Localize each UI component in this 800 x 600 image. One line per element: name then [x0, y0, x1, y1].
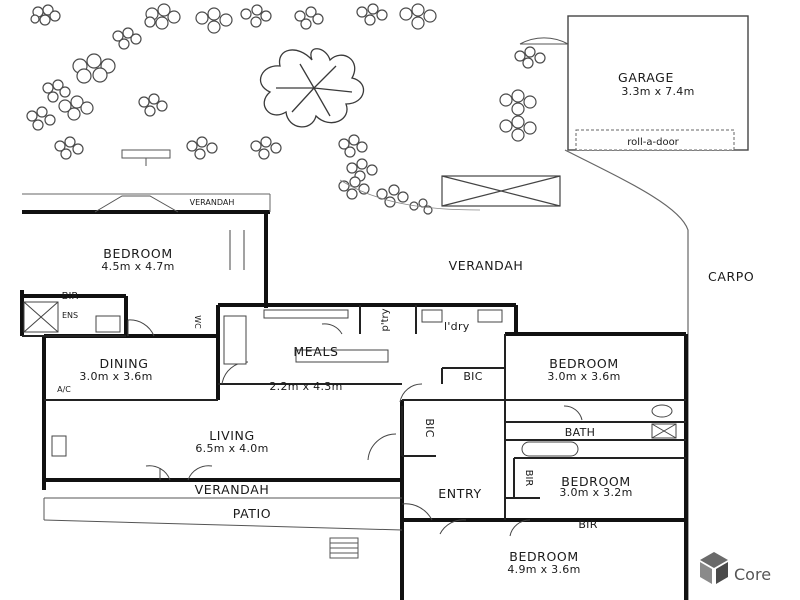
outdoor-structure: [441, 175, 561, 207]
shrub: [399, 3, 437, 30]
fixtures: [23, 301, 677, 457]
bath-label: BATH: [565, 426, 595, 439]
shrub: [240, 4, 272, 28]
shrub: [346, 158, 378, 182]
laundry-label: l'dry: [444, 320, 470, 333]
verandah-main-label: VERANDAH: [449, 258, 524, 273]
shrub: [338, 134, 368, 158]
corelogic-logo-icon: [700, 552, 728, 584]
bedroom-3-label: BEDROOM: [561, 474, 630, 489]
bedroom-3-dims: 3.0m x 3.2m: [559, 486, 632, 499]
patio-label: PATIO: [233, 506, 271, 521]
carport-label: CARPO: [708, 269, 754, 284]
garage-dims: 3.3m x 7.4m: [621, 85, 694, 98]
bic-1-label: BIC: [463, 370, 482, 383]
garage: GARAGE 3.3m x 7.4m roll-a-door: [519, 15, 749, 151]
garage-label: GARAGE: [618, 70, 674, 85]
shrub: [112, 27, 142, 50]
bedroom-4-dims: 4.9m x 3.6m: [507, 563, 580, 576]
roll-a-door-label: roll-a-door: [627, 137, 679, 148]
shrub: [376, 184, 409, 208]
ensuite-label: ENS: [62, 311, 78, 320]
shrub: [250, 136, 282, 160]
shrub: [514, 46, 546, 69]
shrub: [186, 136, 218, 160]
shrub: [138, 93, 168, 117]
verandah-front-label: VERANDAH: [195, 482, 270, 497]
bedroom-1-dims: 4.5m x 4.7m: [101, 260, 174, 273]
wc-label: WC: [193, 315, 202, 329]
garden-edge: [339, 179, 481, 211]
pantry-label: p'try: [380, 308, 391, 331]
meals-label: MEALS: [293, 344, 338, 359]
shrub: [195, 7, 233, 34]
garden-shrubs: [26, 3, 546, 215]
shrub: [499, 115, 537, 142]
shrub: [58, 95, 94, 121]
bedroom-2-label: BEDROOM: [549, 356, 618, 371]
driveway-edge: [564, 149, 689, 600]
bir-1-label: BIR: [62, 291, 79, 302]
verandah-top-label: VERANDAH: [190, 198, 235, 207]
shrub: [294, 6, 324, 30]
living-label: LIVING: [209, 428, 255, 443]
door-swings: [127, 230, 583, 537]
bic-2-label: BIC: [423, 418, 436, 437]
bedroom-2-dims: 3.0m x 3.6m: [547, 370, 620, 383]
garden-gate: [121, 149, 171, 166]
dining-dims: 3.0m x 3.6m: [79, 370, 152, 383]
shrub: [356, 3, 388, 26]
interior-walls: [22, 305, 686, 520]
bedroom-4-label: BEDROOM: [509, 549, 578, 564]
aircon-label: A/C: [57, 385, 71, 394]
shrub: [499, 89, 537, 116]
patio-area: [43, 497, 403, 559]
bir-3-label: BIR: [578, 518, 597, 531]
dining-label: DINING: [100, 356, 149, 371]
bedroom-1-label: BEDROOM: [103, 246, 172, 261]
shrub: [26, 106, 56, 131]
shrub: [54, 136, 84, 160]
corelogic-watermark: Core: [700, 552, 771, 584]
meals-dims: 2.2m x 4.3m: [269, 380, 342, 393]
living-dims: 6.5m x 4.0m: [195, 442, 268, 455]
verandah-top: VERANDAH: [22, 193, 271, 214]
tree-canopy: [259, 48, 364, 128]
shrub: [42, 79, 71, 103]
entry-label: ENTRY: [438, 486, 481, 501]
watermark-text: Core: [734, 565, 771, 584]
bir-2-label: BIR: [523, 470, 534, 487]
shrub: [144, 3, 181, 30]
shrub: [72, 53, 116, 84]
shrub: [30, 4, 61, 26]
